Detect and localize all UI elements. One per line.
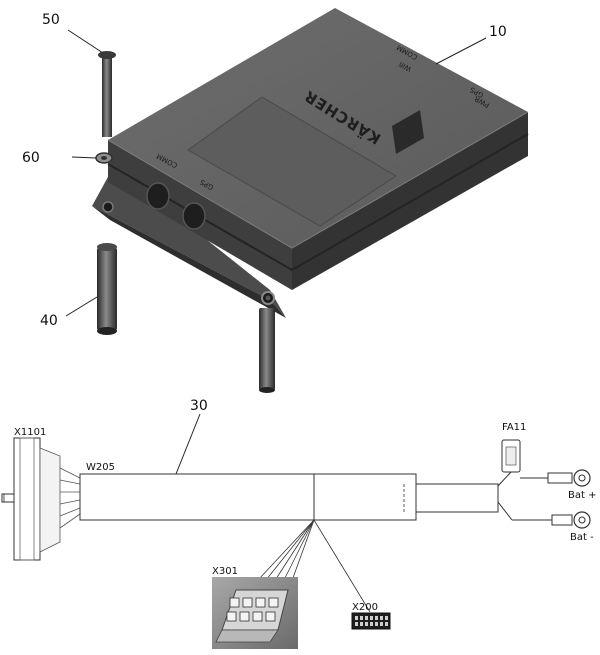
label-fa11: FA11 [502,422,526,433]
connector-x200 [351,612,391,630]
label-x200: X200 [352,602,378,613]
long-bolt [259,308,275,393]
callout-60: 60 [22,150,40,166]
battery-positive-lead [520,469,591,487]
label-bat-minus: Bat - [570,532,594,543]
fuse-fa11 [497,439,552,521]
control-box-housing [107,8,529,290]
connector-x301 [212,577,298,649]
mounting-plate [92,166,286,318]
x1101-wires [59,467,81,529]
callout-50: 50 [42,12,60,28]
callout-40: 40 [40,313,58,329]
washer-part-60 [95,152,113,164]
label-x1101: X1101 [14,427,46,438]
label-x301: X301 [212,566,238,577]
callout-10: 10 [489,24,507,40]
standoff-part-40 [97,243,117,335]
screw-part-50 [98,51,116,137]
top-callout-leaders [65,29,487,317]
label-w205: W205 [86,462,115,473]
battery-negative-lead [551,511,591,529]
connector-x1101 [1,437,61,561]
control-box-assembly: KÄRCHER Wifi COMM PWR GPS COMM GPS [22,8,529,393]
breakout-wires [257,519,371,613]
label-bat-plus: Bat + [568,490,596,501]
callout-30: 30 [190,398,208,414]
wire-harness-assembly: 30 X1101 W205 [1,398,596,649]
harness-sheath-w205 [79,473,499,521]
callout-30-leader [175,413,201,475]
